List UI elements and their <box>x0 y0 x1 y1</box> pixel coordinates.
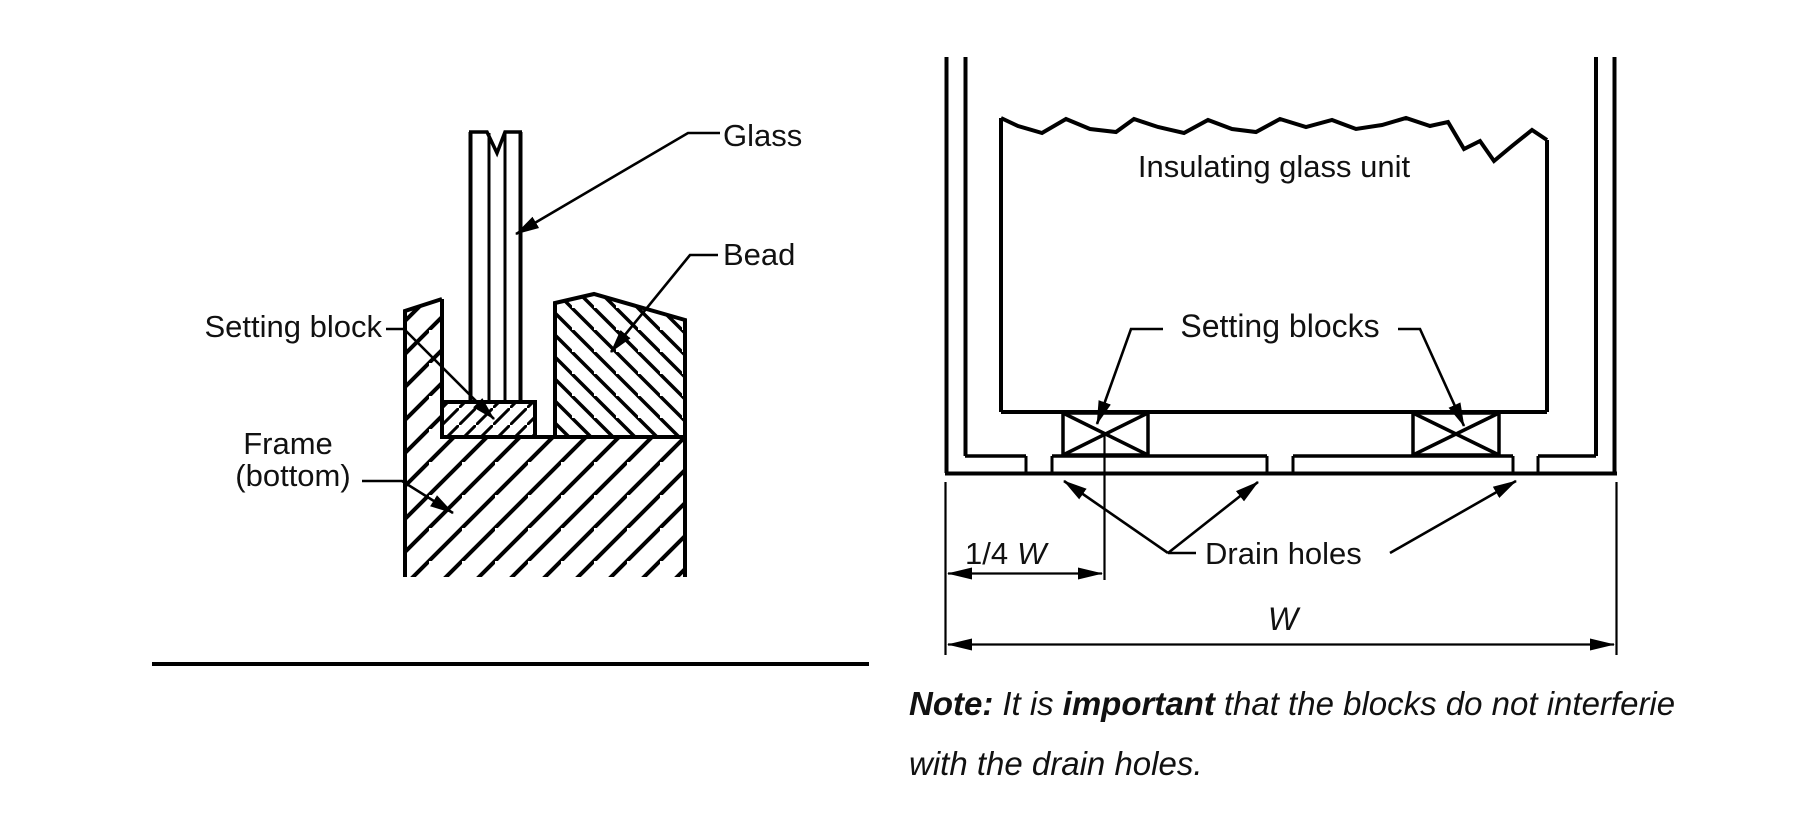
setting-block-right <box>1411 411 1501 457</box>
width-label: W <box>1268 601 1301 637</box>
drain-holes-label: Drain holes <box>1205 536 1362 571</box>
frame-label-line2: (bottom) <box>235 458 350 493</box>
setting-blocks-leader-right <box>1398 327 1466 427</box>
note-text-line2: with the drain holes. <box>909 745 1203 782</box>
bead-shape <box>553 291 687 439</box>
bead-leader <box>609 253 718 353</box>
setting-blocks-leader-left <box>1095 327 1163 425</box>
frame-jambs <box>944 57 1617 473</box>
break-line <box>1000 115 1549 164</box>
drain-holes-leaders <box>1063 479 1517 555</box>
bead-label: Bead <box>723 237 795 272</box>
frame-label-line1: Frame <box>243 426 333 461</box>
setting-blocks-label: Setting blocks <box>1180 308 1379 344</box>
setting-block-shape <box>440 400 537 439</box>
frame-leader <box>362 479 454 515</box>
section-diagram: Glass Bead Setting block Frame (bottom) <box>205 118 802 577</box>
width-dimension: W <box>947 601 1615 651</box>
setting-block-label: Setting block <box>205 309 383 344</box>
glass-unit-label: Insulating glass unit <box>1138 149 1411 184</box>
glass-panes <box>468 130 523 402</box>
glass-label: Glass <box>723 118 802 153</box>
setting-block-leader <box>386 327 495 420</box>
drain-hole-notches <box>1024 456 1540 473</box>
glass-leader <box>515 131 720 236</box>
